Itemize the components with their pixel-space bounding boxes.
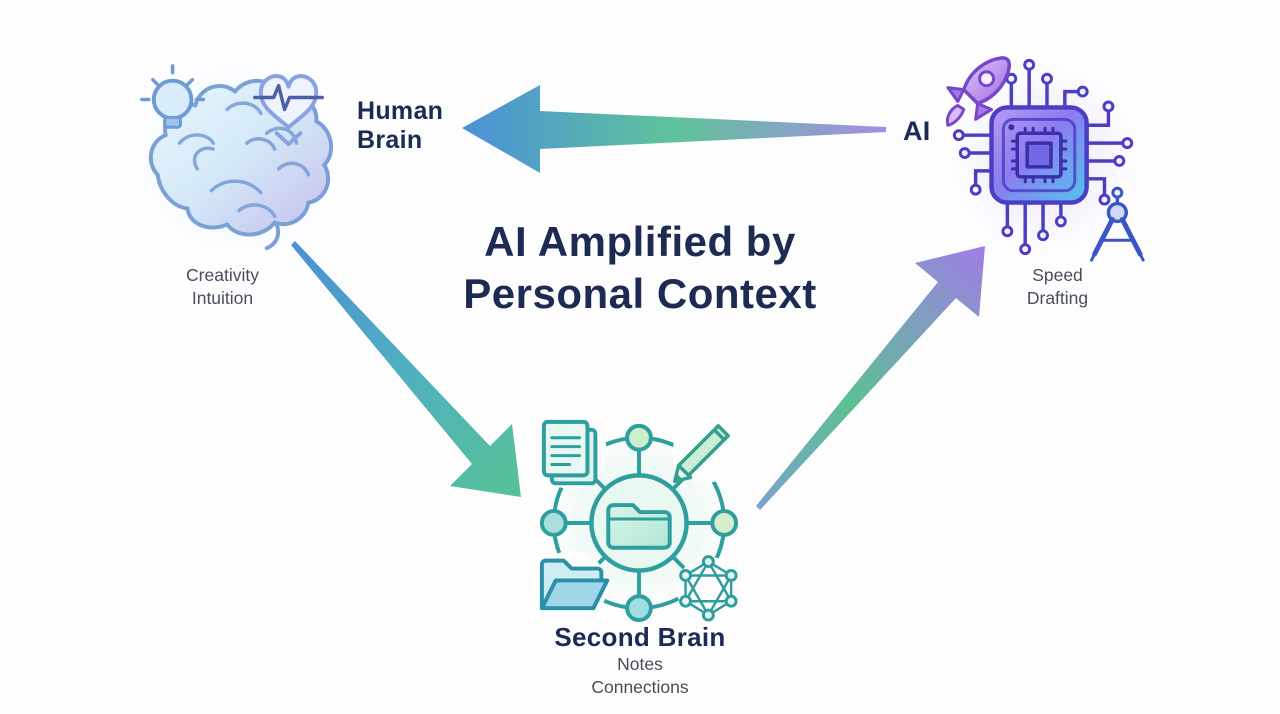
title-line-2: Personal Context	[463, 270, 817, 317]
arrow-ai-to-human-brain	[462, 85, 886, 173]
title-line-1: AI Amplified by	[484, 218, 796, 265]
second-brain-traits: Notes Connections	[591, 654, 689, 697]
drafting-compass-icon	[1090, 186, 1145, 262]
arrow-second-brain-to-ai	[756, 246, 985, 510]
human-brain-label: Human Brain	[357, 97, 444, 154]
folder-icon	[606, 503, 672, 550]
chip-rocket-compass-icon	[939, 53, 1151, 265]
lightbulb-icon	[140, 64, 206, 129]
central-folder-hub	[589, 473, 689, 573]
documents-icon	[541, 419, 598, 486]
hub-node-dots	[539, 423, 739, 623]
ai-traits: Speed Drafting	[1026, 265, 1089, 308]
folder-hub-network-icon	[531, 413, 747, 628]
arrow-human-brain-to-second-brain	[291, 241, 521, 497]
ai-label: AI	[903, 116, 931, 146]
open-folder-icon	[539, 558, 610, 611]
rocket-icon	[945, 56, 1012, 127]
pencil-icon	[672, 424, 730, 484]
heart-pulse-icon	[253, 74, 324, 147]
brain-lightbulb-heart-icon	[129, 51, 345, 266]
page-title: AI Amplified by Personal Context	[0, 216, 1280, 320]
human-brain-traits: Creativity Intuition	[186, 265, 259, 308]
chip-body	[989, 105, 1089, 205]
knowledge-graph-icon	[679, 555, 738, 622]
second-brain-label: Second Brain	[554, 622, 726, 652]
